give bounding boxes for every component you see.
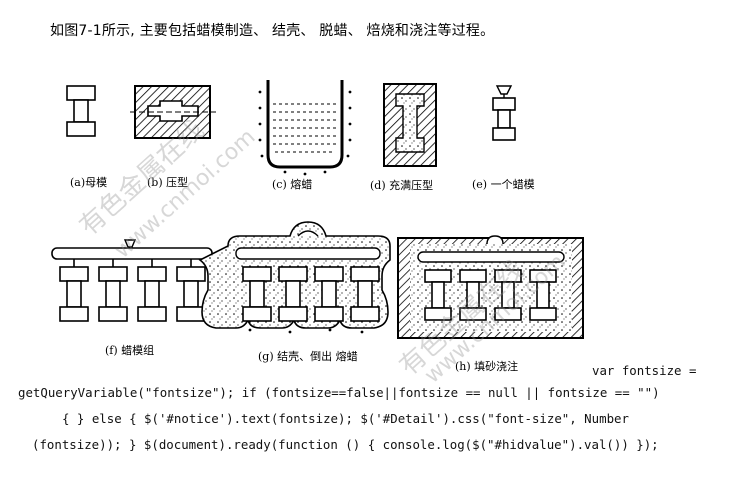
code-line-1: var fontsize =: [592, 363, 697, 378]
single-wax-pattern: [492, 85, 516, 141]
sand-filled-flask: [397, 235, 584, 339]
pattern-die: [130, 85, 216, 139]
caption-b: (b) 压型: [147, 176, 189, 189]
caption-g: (g) 结壳、倒出 熔蜡: [258, 350, 358, 363]
caption-a: (a)母模: [70, 176, 108, 189]
caption-f: (f) 蜡模组: [105, 344, 155, 357]
caption-e: (e) 一个蜡模: [472, 178, 535, 191]
caption-h: (h) 填砂浇注: [455, 360, 519, 373]
caption-d: (d) 充满压型: [370, 179, 434, 192]
ceramic-shell-cluster: [198, 221, 391, 334]
code-line-2: getQueryVariable("fontsize"); if (fontsi…: [18, 385, 660, 400]
master-pattern: [66, 85, 96, 137]
caption-c: (c) 熔蜡: [272, 178, 313, 191]
intro-paragraph: 如图7-1所示, 主要包括蜡模制造、 结壳、 脱蜡、 焙烧和浇注等过程。: [50, 23, 495, 39]
code-line-4: (fontsize)); } $(document).ready(functio…: [32, 437, 659, 452]
wax-pattern-cluster: [51, 239, 213, 322]
wax-melting-pot: [258, 80, 352, 176]
code-line-3: { } else { $('#notice').text(fontsize); …: [62, 411, 629, 426]
filled-die: [383, 83, 437, 167]
